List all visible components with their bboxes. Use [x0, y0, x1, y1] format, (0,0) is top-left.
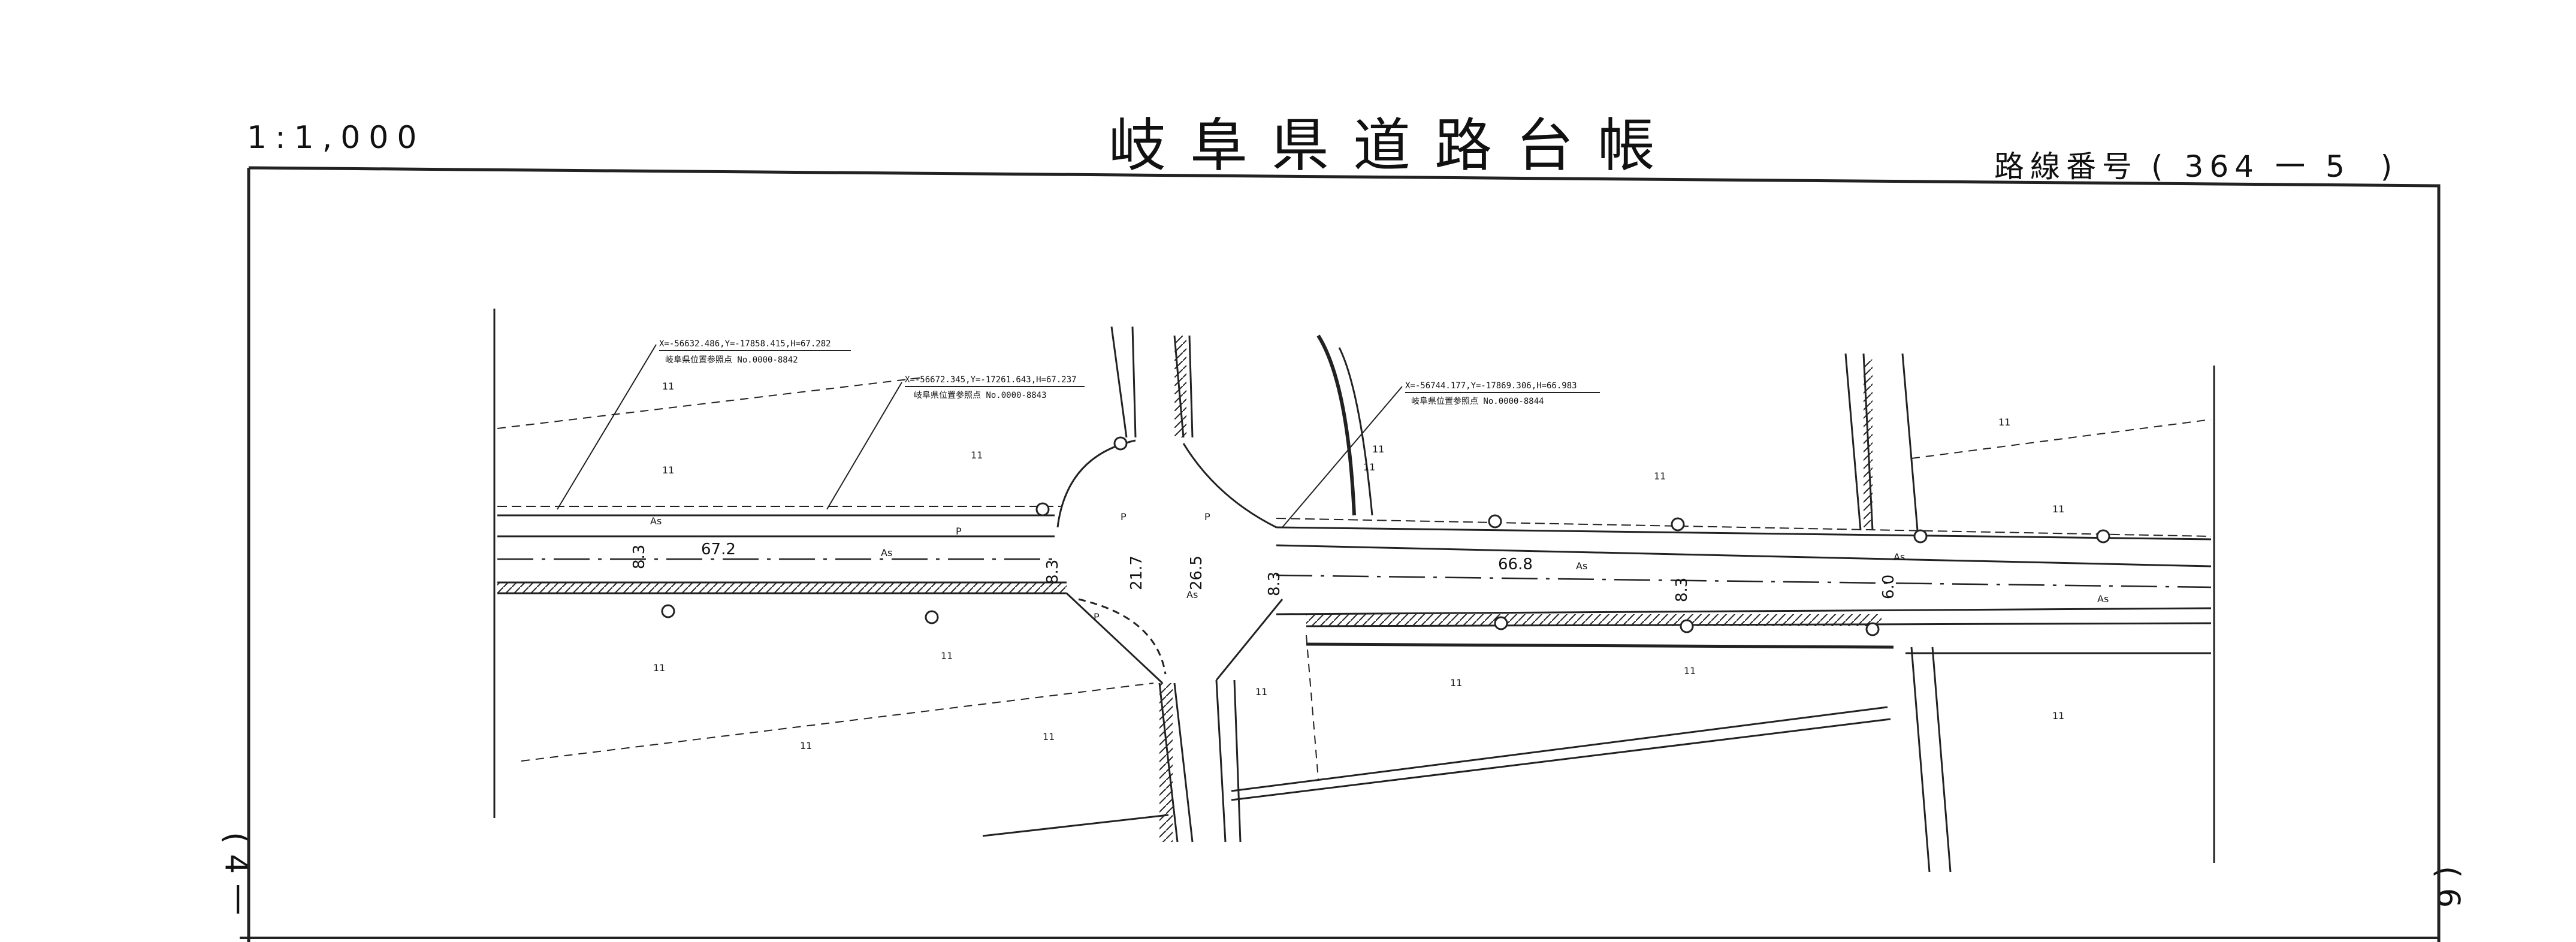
east-elevation: 66.8: [1498, 555, 1533, 573]
parcel-mark: 11: [1372, 443, 1384, 455]
pole-symbol: [925, 610, 939, 624]
asphalt-label: As: [1576, 560, 1587, 572]
south-sidewalk-hatch: [1159, 683, 1173, 842]
asphalt-label: As: [2097, 593, 2109, 605]
reference-leaders: [557, 344, 1600, 528]
parcel-mark: 11: [971, 449, 983, 461]
asphalt-label: As: [650, 515, 662, 527]
paved-label: P: [1121, 511, 1127, 523]
pole-symbol: [1680, 619, 1694, 633]
width-intersection-1: 21.7: [1128, 555, 1146, 590]
width-east-3: 6.0: [1880, 575, 1898, 599]
asphalt-label: As: [881, 547, 892, 558]
ref-point-2-coords: X=-56672.345,Y=-17261.643,H=67.237: [905, 375, 1077, 385]
route-dash: 一: [2275, 149, 2311, 184]
pole-symbol: [1494, 616, 1508, 630]
parcel-mark: 11: [2052, 503, 2064, 515]
utility-poles: [661, 436, 2110, 636]
northeast-curved-road-edge: [1338, 347, 1373, 516]
pole-symbol: [1035, 502, 1050, 517]
reference-point-labels: X=-56632.486,Y=-17858.415,H=67.282 岐阜県位置…: [659, 339, 1577, 406]
width-east-1: 8.3: [1266, 572, 1284, 596]
pole-symbol: [2096, 529, 2110, 544]
width-intersection-2: 26.5: [1188, 555, 1206, 590]
main-road-west: [497, 506, 1067, 594]
parcel-mark: 11: [653, 662, 665, 674]
route-label: 路線番号: [1994, 149, 2138, 184]
paved-label: P: [1204, 511, 1210, 523]
ref-point-2-name: 岐阜県位置参照点 No.0000-8843: [914, 390, 1047, 400]
ref-point-1-coords: X=-56632.486,Y=-17858.415,H=67.282: [659, 339, 831, 349]
asphalt-label: As: [1186, 589, 1198, 600]
parcel-mark: 11: [1684, 665, 1696, 677]
ref-point-3-name: 岐阜県位置参照点 No.0000-8844: [1411, 396, 1544, 406]
route-section: 5: [2325, 149, 2351, 184]
sheet-frame: [247, 166, 2441, 942]
west-curb-hatch: [497, 582, 1067, 593]
route-close-paren: ): [2380, 149, 2399, 184]
parcel-mark: 11: [1654, 470, 1666, 482]
pole-symbol: [1488, 514, 1502, 529]
west-elevation: 67.2: [701, 541, 736, 558]
road-dimensions: 67.2 66.8 8.3 8.3 21.7 26.5 8.3 8.3 6.0: [630, 541, 1898, 602]
width-east-2: 8.3: [1673, 578, 1691, 602]
paved-label: P: [1094, 611, 1100, 623]
page-title: 岐阜県道路台帳: [1109, 112, 1679, 179]
east-side-road: [1844, 353, 1952, 872]
parcel-mark: 11: [1043, 731, 1055, 742]
pole-symbol: [1113, 436, 1128, 451]
asphalt-label: As: [1894, 551, 1905, 563]
lower-diagonal-roads: [982, 652, 2211, 837]
north-sidewalk-hatch: [1174, 336, 1186, 437]
ref-point-3-coords: X=-56744.177,Y=-17869.306,H=66.983: [1405, 381, 1577, 391]
pole-symbol: [1913, 529, 1928, 544]
parcel-mark: 11: [1450, 677, 1462, 689]
ref-point-1-name: 岐阜県位置参照点 No.0000-8842: [665, 355, 798, 365]
parcel-mark: 11: [662, 464, 674, 476]
pole-symbol: [661, 604, 675, 618]
pole-symbol: [1865, 622, 1880, 636]
parcel-mark: 11: [1255, 686, 1267, 698]
northeast-curved-road: [1316, 334, 1356, 516]
main-road-east: [1276, 518, 2212, 649]
width-west-1: 8.3: [630, 545, 648, 569]
map-scale: 1:1,000: [247, 120, 425, 156]
east-curb-hatch: [1306, 614, 1882, 626]
parcel-mark: 11: [662, 381, 674, 392]
parcel-mark: 11: [2052, 710, 2064, 721]
east-side-road-hatch: [1864, 360, 1873, 527]
parcel-mark: 11: [1998, 416, 2010, 428]
route-number: 364: [2184, 149, 2260, 184]
pole-symbol: [1671, 517, 1685, 532]
paved-label: P: [956, 526, 962, 537]
parcel-mark: 11: [800, 740, 812, 751]
pavement-labels: As As As As As As P P P P 11 11 11 11 11…: [650, 381, 2109, 751]
route-open-paren: (: [2151, 149, 2169, 184]
parcel-mark: 11: [941, 650, 953, 662]
parcel-boundaries: [497, 377, 2212, 780]
parcel-mark: 11: [1363, 461, 1375, 473]
width-west-2: 8.3: [1044, 560, 1062, 584]
